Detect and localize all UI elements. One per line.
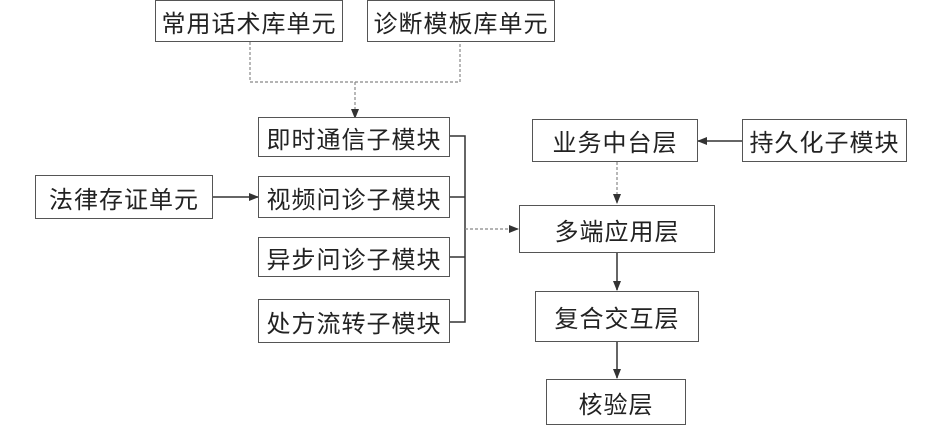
modules-bracket <box>450 136 465 322</box>
verification-layer: 核验层 <box>546 379 686 425</box>
prescription-flow-module: 处方流转子模块 <box>258 299 450 343</box>
composite-interaction-layer: 复合交互层 <box>535 291 699 342</box>
multi-end-application-layer: 多端应用层 <box>519 205 715 253</box>
persistence-module: 持久化子模块 <box>742 119 907 162</box>
instant-messaging-module: 即时通信子模块 <box>258 117 450 157</box>
legal-evidence-unit: 法律存证单元 <box>35 175 213 219</box>
business-middle-layer: 业务中台层 <box>532 119 698 162</box>
video-consultation-module: 视频问诊子模块 <box>258 176 450 218</box>
async-consultation-module: 异步问诊子模块 <box>258 237 450 277</box>
dashed-connector-top <box>250 42 460 118</box>
phrase-library-unit: 常用话术库单元 <box>155 0 343 42</box>
template-library-unit: 诊断模板库单元 <box>367 0 555 42</box>
